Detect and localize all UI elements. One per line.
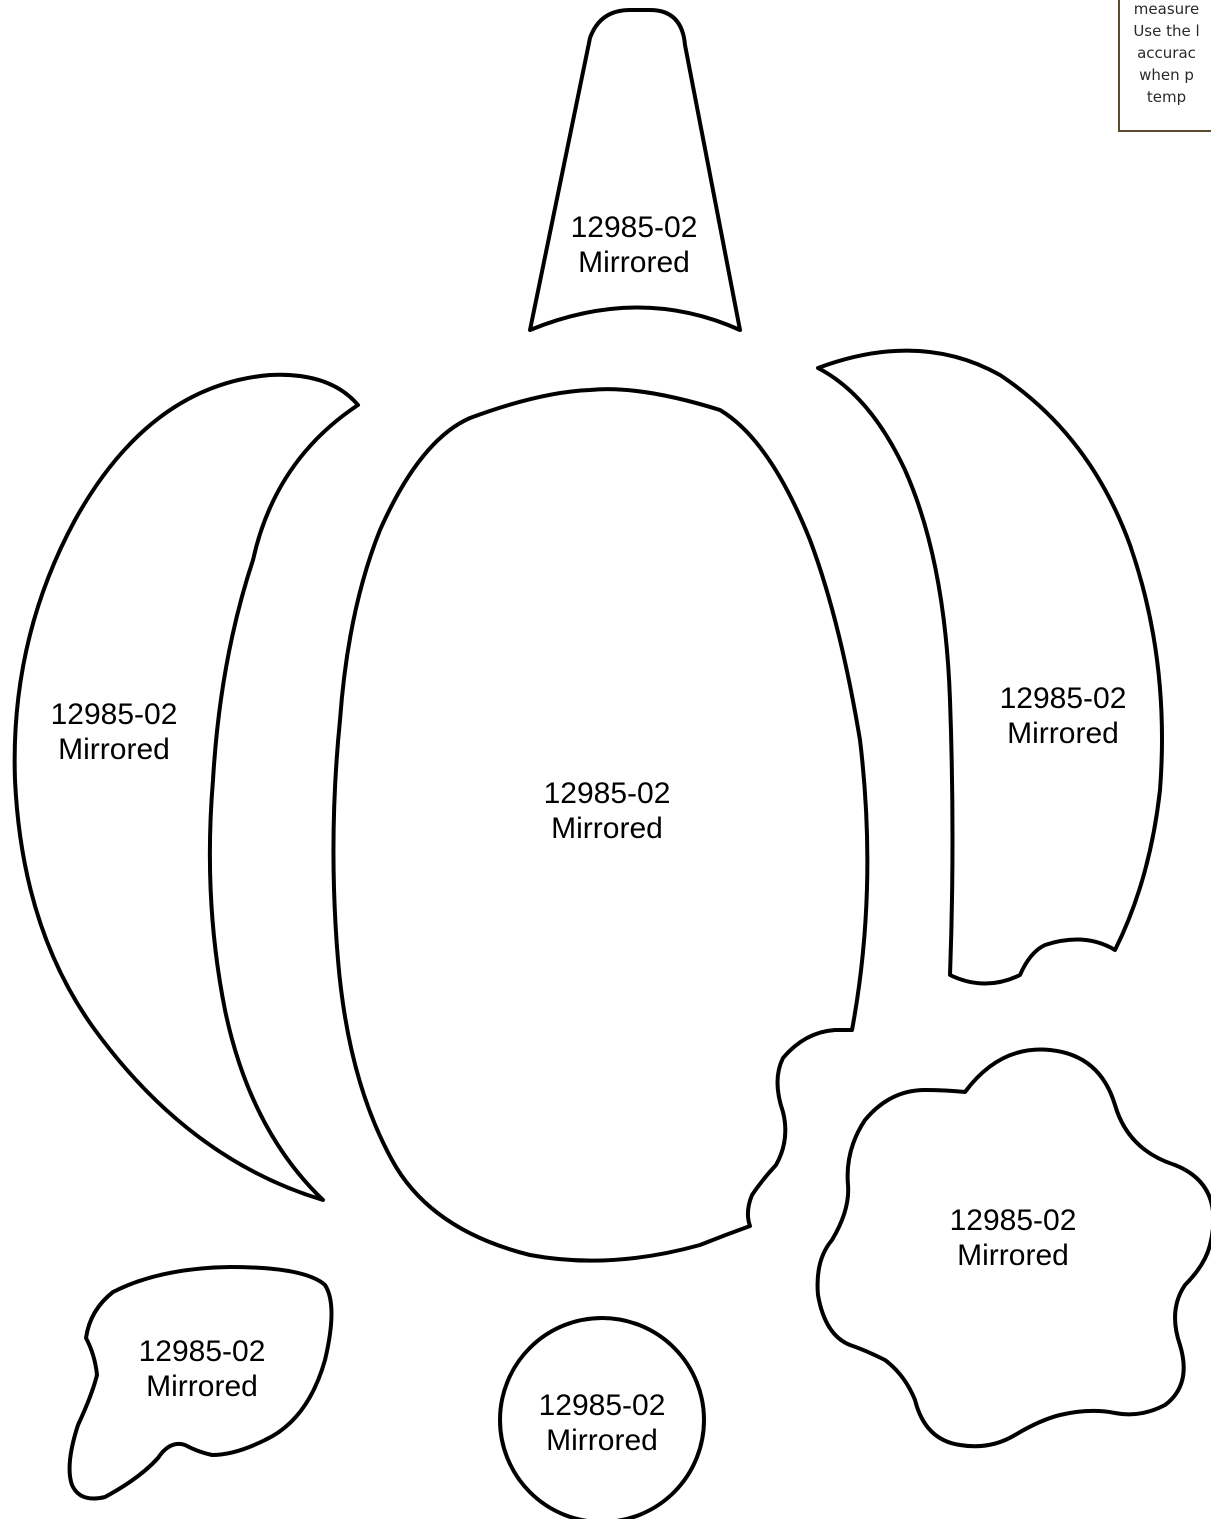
- instructions-line: Use the l: [1133, 22, 1200, 40]
- instructions-box: measure Use the l accurac when p temp: [1118, 0, 1211, 132]
- instructions-line: when p: [1139, 66, 1194, 84]
- piece-code: 12985-02: [571, 211, 698, 244]
- piece-note: Mirrored: [546, 1424, 658, 1457]
- instructions-line: measure: [1133, 0, 1200, 18]
- instructions-line: accurac: [1137, 44, 1196, 62]
- piece-code: 12985-02: [139, 1335, 266, 1368]
- piece-note: Mirrored: [58, 733, 170, 766]
- piece-code: 12985-02: [51, 698, 178, 731]
- left-section-piece: 12985-02 Mirrored: [12, 372, 360, 1202]
- piece-code: 12985-02: [539, 1389, 666, 1422]
- piece-note: Mirrored: [146, 1370, 258, 1403]
- piece-note: Mirrored: [551, 812, 663, 845]
- leaf-piece: 12985-02 Mirrored: [67, 1265, 334, 1501]
- piece-note: Mirrored: [1007, 717, 1119, 750]
- center-section-piece: 12985-02 Mirrored: [331, 387, 870, 1263]
- flower-piece: 12985-02 Mirrored: [815, 1047, 1211, 1449]
- instructions-line: temp: [1146, 88, 1187, 106]
- piece-code: 12985-02: [950, 1204, 1077, 1237]
- piece-note: Mirrored: [578, 246, 690, 279]
- piece-code: 12985-02: [1000, 682, 1127, 715]
- piece-note: Mirrored: [957, 1239, 1069, 1272]
- right-section-piece: 12985-02 Mirrored: [816, 348, 1164, 986]
- piece-code: 12985-02: [544, 777, 671, 810]
- stem-piece: 12985-02 Mirrored: [528, 8, 742, 332]
- circle-piece: 12985-02 Mirrored: [498, 1316, 706, 1519]
